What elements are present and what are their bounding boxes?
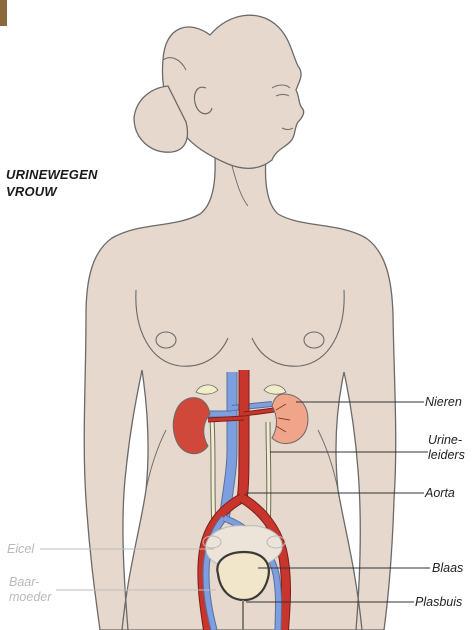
label-egg-cell: Eicel xyxy=(7,542,34,557)
label-ureters: Urine- leiders xyxy=(428,433,465,463)
label-ureters-line-1: Urine- xyxy=(428,433,465,448)
diagram-title: URINEWEGEN VROUW xyxy=(6,166,98,200)
label-kidneys: Nieren xyxy=(425,395,462,410)
label-bladder: Blaas xyxy=(432,561,463,576)
label-uterus-line-2: moeder xyxy=(9,590,51,605)
label-urethra: Plasbuis xyxy=(415,595,462,610)
title-line-1: URINEWEGEN xyxy=(6,166,98,183)
label-uterus: Baar- moeder xyxy=(9,575,51,605)
label-ureters-line-2: leiders xyxy=(428,448,465,463)
label-aorta: Aorta xyxy=(425,486,455,501)
label-uterus-line-1: Baar- xyxy=(9,575,51,590)
title-line-2: VROUW xyxy=(6,183,98,200)
kidney-left xyxy=(173,398,210,454)
bladder xyxy=(217,552,269,600)
